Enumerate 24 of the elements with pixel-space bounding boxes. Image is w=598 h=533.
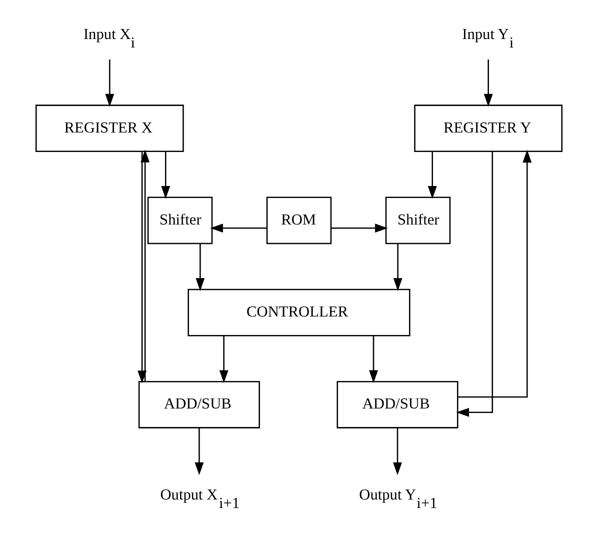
arrow [219, 336, 228, 384]
node-box: Shifter [385, 196, 451, 244]
node-box: ADD/SUB [336, 381, 458, 428]
arrow [456, 152, 494, 417]
arrow [210, 224, 266, 233]
arrow [196, 244, 205, 291]
arrow [138, 151, 147, 384]
arrow [369, 336, 378, 384]
node-box: REGISTER X [35, 104, 184, 152]
arrow [140, 150, 150, 382]
arrow [428, 152, 437, 199]
arrow [105, 59, 114, 107]
node-box: ADD/SUB [138, 381, 260, 428]
arrow [458, 150, 532, 398]
node-box: ROM [266, 196, 332, 244]
node-box: Shifter [147, 196, 213, 244]
arrow [393, 244, 402, 291]
arrow [393, 428, 402, 476]
arrow [161, 152, 170, 199]
node-box: REGISTER Y [414, 104, 563, 152]
arrow [332, 224, 388, 233]
arrow [484, 59, 493, 107]
node-box: CONTROLLER [188, 288, 410, 336]
arrow [194, 428, 204, 476]
